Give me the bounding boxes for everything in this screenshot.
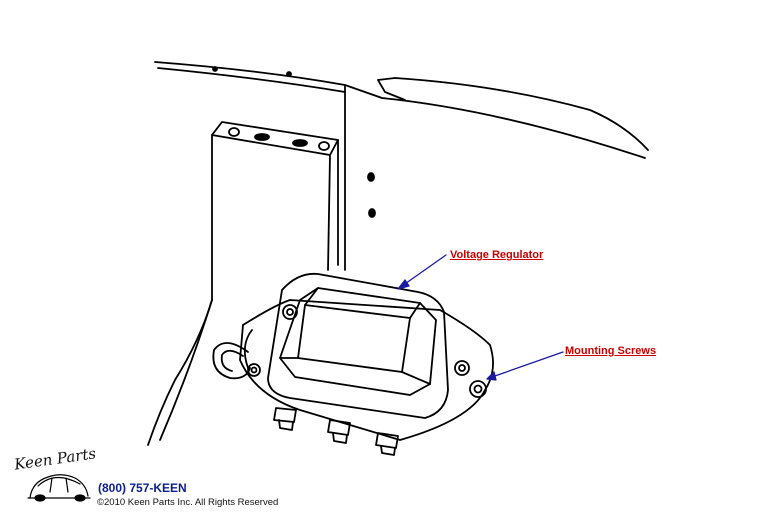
callout-arrows <box>397 254 564 381</box>
voltage-regulator-arrow <box>401 254 447 287</box>
terminal-right <box>375 432 399 456</box>
phone-number: (800) 757-KEEN <box>98 481 187 495</box>
mounting-screws-label[interactable]: Mounting Screws <box>565 345 657 357</box>
copyright-notice: ©2010 Keen Parts Inc. All Rights Reserve… <box>97 497 279 508</box>
cowl-panel <box>154 61 649 271</box>
fender-bracket <box>147 121 376 446</box>
terminal-middle <box>327 419 351 444</box>
terminal-left <box>273 407 297 431</box>
mounting-screws-arrow <box>491 351 564 378</box>
voltage-regulator <box>212 272 494 456</box>
voltage-regulator-label[interactable]: Voltage Regulator <box>450 249 544 261</box>
logo-car-icon <box>27 474 91 502</box>
